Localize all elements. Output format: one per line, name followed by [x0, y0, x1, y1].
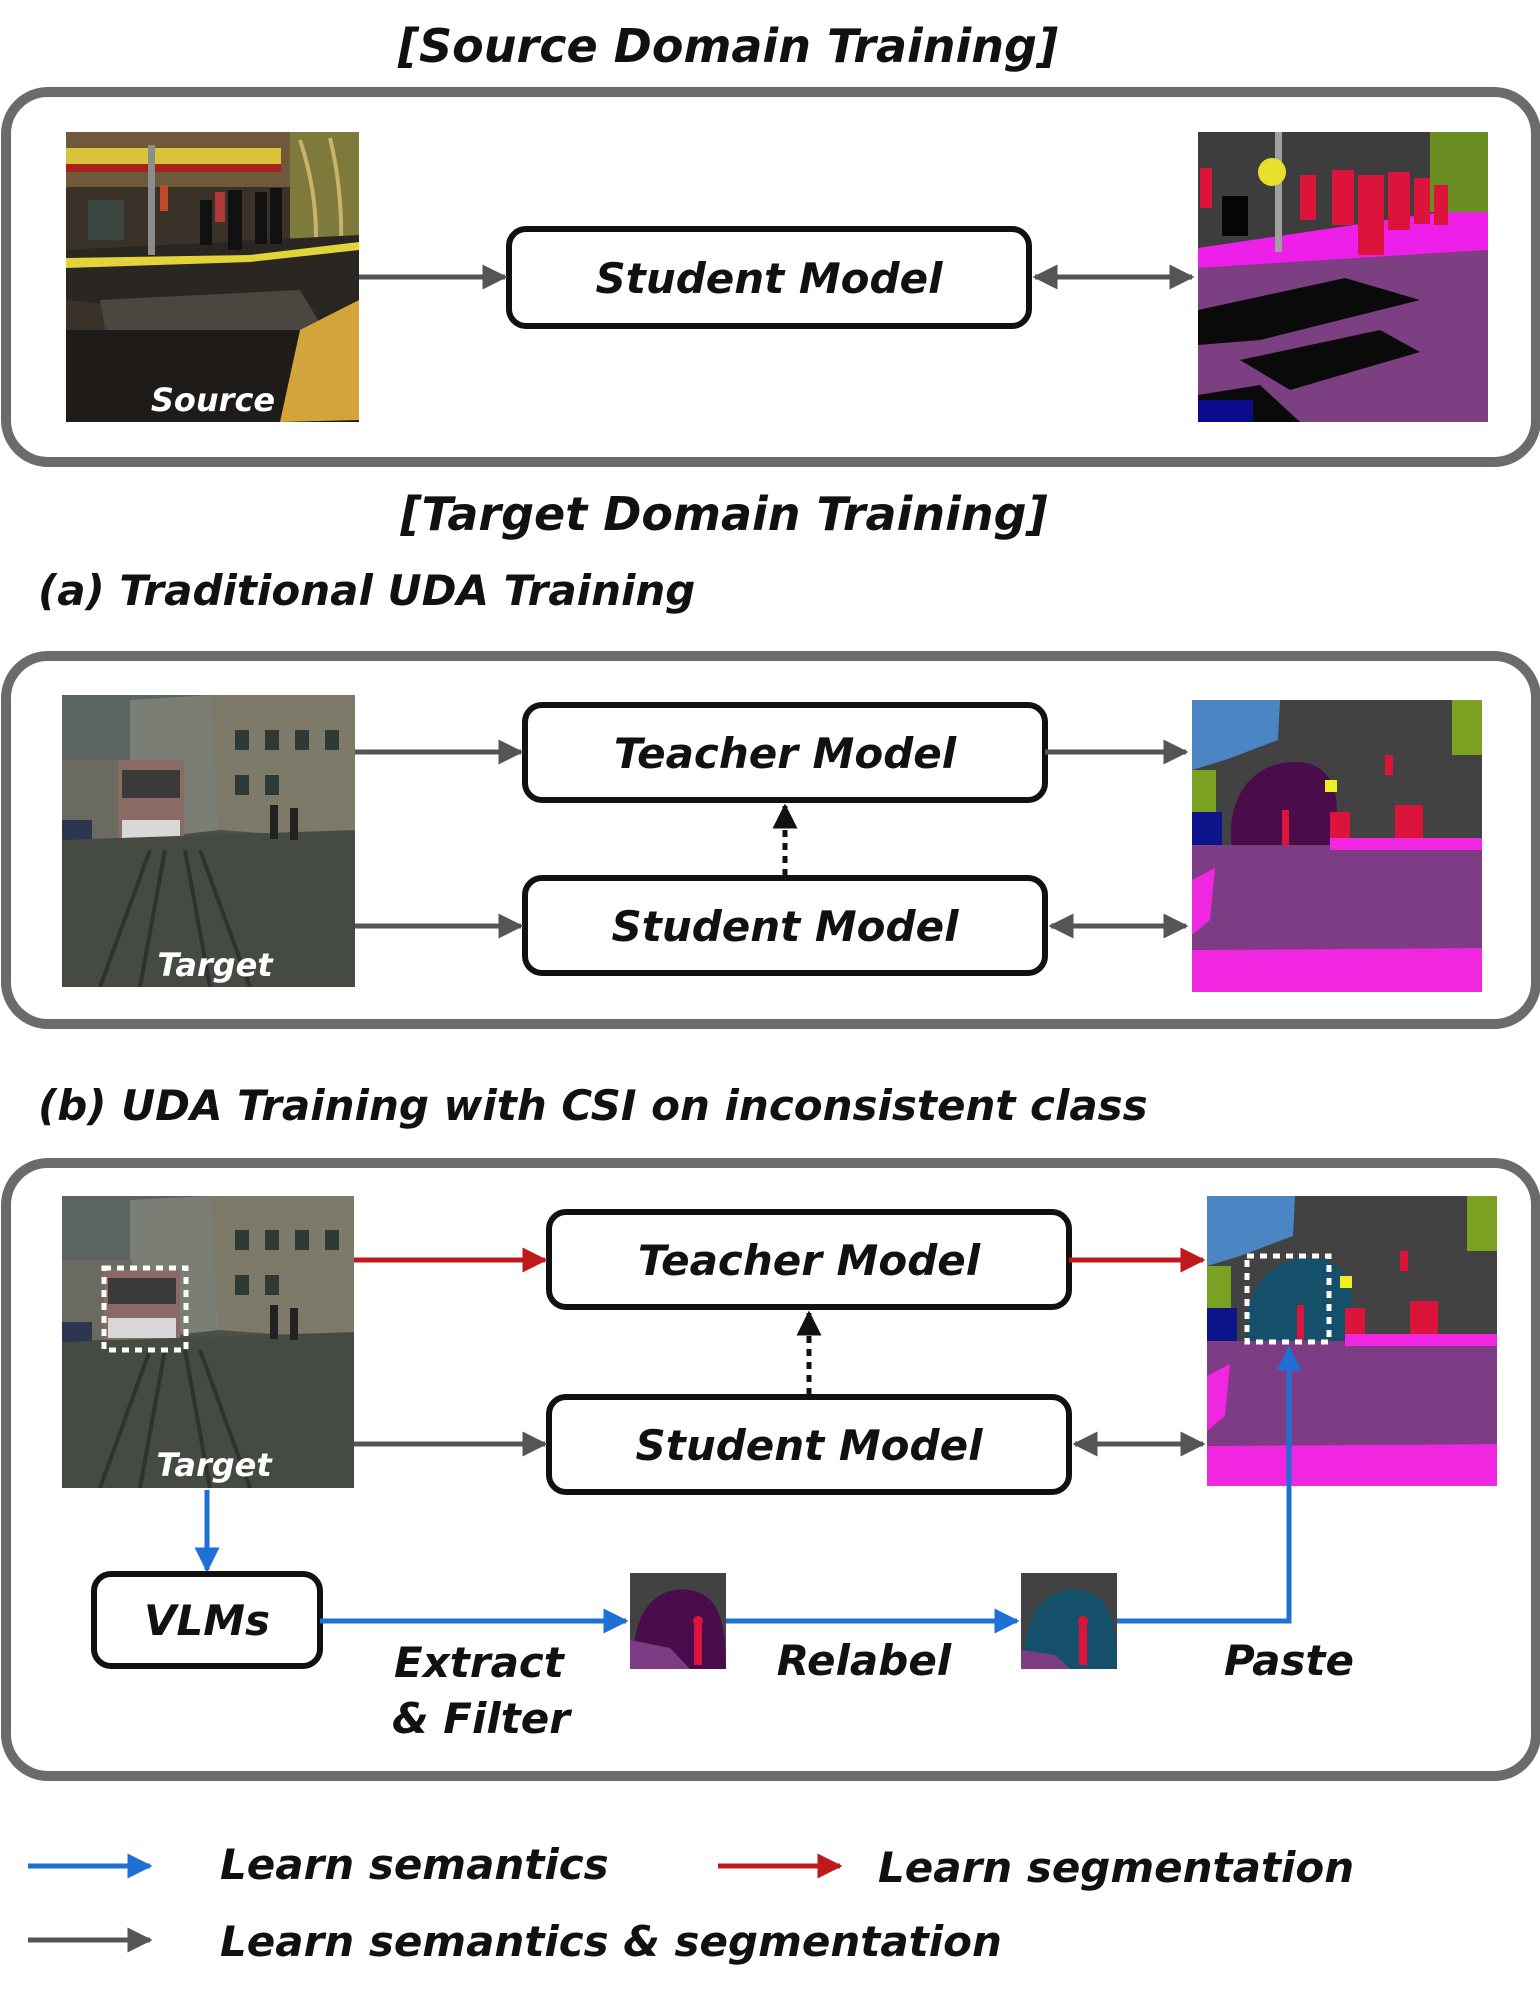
legend-red-label: Learn segmentation [878, 1843, 1354, 1892]
target-image-b-label: Target [156, 1446, 273, 1484]
source-section-title: [Source Domain Training] [397, 19, 1058, 73]
source-student-model-label: Student Model [596, 254, 944, 303]
legend: Learn semantics Learn segmentation Learn… [28, 1840, 1354, 1966]
panel-a-title: (a) Traditional UDA Training [38, 566, 695, 615]
panel-b-student-model-box [546, 1394, 1072, 1495]
panel-b-student-model-label: Student Model [636, 1421, 984, 1470]
paste-arrow [1117, 1345, 1302, 1624]
target-image-b-crop-highlight [101, 1265, 189, 1353]
panel-b-teacher-model-label: Teacher Model [638, 1236, 981, 1285]
relabel-label: Relabel [777, 1636, 952, 1685]
vlm-label: VLMs [144, 1596, 270, 1645]
panel-b [1, 1158, 1540, 1781]
legend-gray-label: Learn semantics & segmentation [220, 1917, 1002, 1966]
panel-b-title: (b) UDA Training with CSI on inconsisten… [38, 1081, 1148, 1130]
panel-b-paste-region-highlight [1244, 1253, 1332, 1345]
extract-filter-label-line1: Extract [394, 1638, 566, 1687]
target-section-title: [Target Domain Training] [399, 487, 1047, 541]
panel-a-teacher-model-label: Teacher Model [614, 729, 957, 778]
panel-a-pseudo-label-map [1192, 700, 1482, 992]
source-image [66, 132, 359, 422]
panel-a [1, 651, 1540, 1029]
source-image-label: Source [151, 381, 275, 419]
relabeled-class-crop [1021, 1573, 1117, 1669]
panel-a-student-model-box [522, 875, 1048, 976]
extracted-class-crop [630, 1573, 726, 1669]
extract-filter-label-line2: & Filter [392, 1694, 572, 1743]
source-student-model-box [506, 226, 1032, 329]
panel-a-student-model-label: Student Model [612, 902, 960, 951]
target-image-a-label: Target [157, 946, 274, 984]
target-image-a [62, 695, 355, 987]
source-segmentation-map [1198, 132, 1488, 422]
source-panel [1, 87, 1540, 467]
panel-b-pseudo-label-map [1207, 1196, 1497, 1486]
paste-label: Paste [1224, 1636, 1354, 1685]
legend-blue-label: Learn semantics [220, 1840, 609, 1889]
